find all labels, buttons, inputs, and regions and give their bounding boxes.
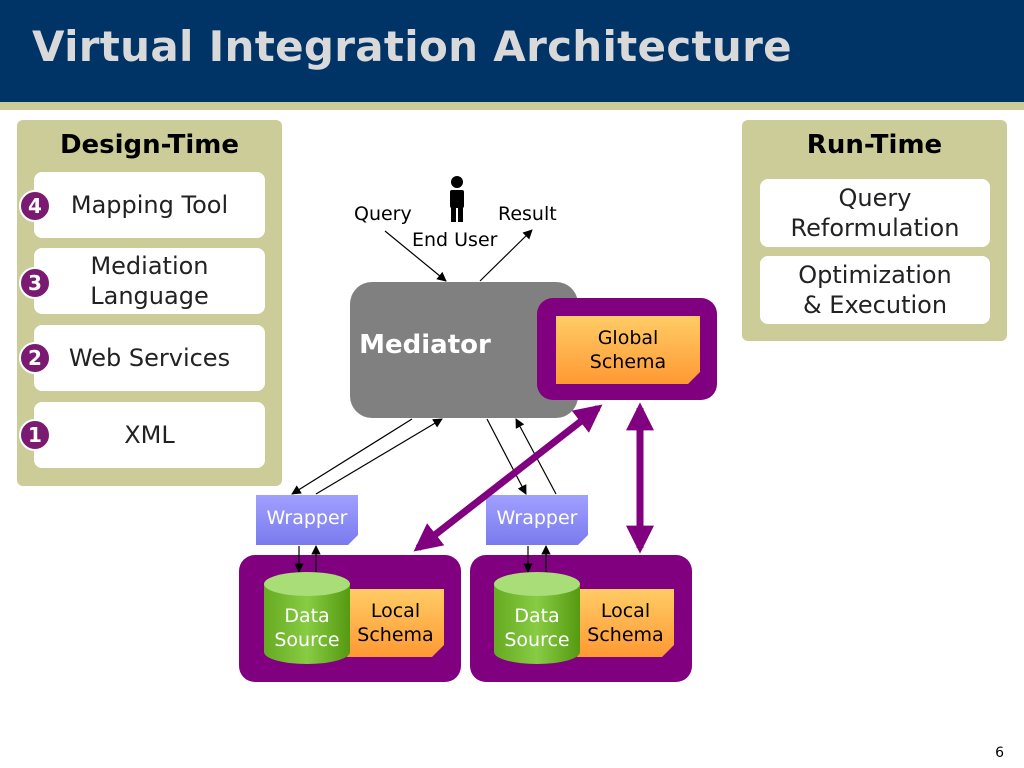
local-schema-label: Local Schema — [357, 600, 434, 646]
data-source-label-right: Data Source — [494, 604, 580, 652]
result-arrow — [479, 229, 533, 282]
runtime-label: Query Reformulation — [790, 184, 960, 242]
layer-label: XML — [124, 421, 175, 449]
layer-web-services: Web Services — [34, 325, 265, 391]
title-bar: Virtual Integration Architecture — [0, 0, 1024, 102]
local-schema-box-right: Local Schema — [577, 589, 674, 657]
title-stripe — [0, 102, 1024, 110]
run-time-panel: Run-Time Query Reformulation Optimizatio… — [742, 120, 1007, 341]
layer-xml: XML — [34, 402, 265, 468]
layer-mapping-tool: Mapping Tool — [34, 172, 265, 238]
runtime-query-reformulation: Query Reformulation — [760, 179, 990, 247]
layer-mediation-language: Mediation Language — [34, 248, 265, 314]
layer-label: Mapping Tool — [70, 191, 229, 219]
run-time-title: Run-Time — [806, 130, 943, 160]
local-schema-box-left: Local Schema — [347, 589, 444, 657]
data-source-text: Data Source — [504, 605, 570, 651]
page-number: 6 — [995, 745, 1004, 761]
query-label: Query — [354, 203, 412, 225]
layer-number-badge: 4 — [19, 190, 51, 222]
runtime-optimization-execution: Optimization & Execution — [760, 256, 990, 324]
data-source-label-left: Data Source — [264, 604, 350, 652]
layer-label: Mediation Language — [90, 252, 209, 310]
slide-title: Virtual Integration Architecture — [32, 22, 792, 71]
mediator-to-wrapper-left-arrow — [291, 418, 413, 495]
mediator-label: Mediator — [359, 330, 491, 360]
layer-number-badge: 3 — [19, 267, 51, 299]
layer-number-badge: 1 — [19, 419, 51, 451]
local-schema-label: Local Schema — [587, 600, 664, 646]
data-source-cylinder-right — [494, 572, 580, 664]
data-source-cylinder-left — [264, 572, 350, 664]
end-user-label: End User — [412, 229, 498, 251]
wrapper-left-to-mediator-arrow — [315, 418, 443, 495]
data-source-text: Data Source — [274, 605, 340, 651]
global-local-mapping-arrow-left — [413, 404, 603, 552]
result-label: Result — [498, 203, 557, 225]
runtime-label: Optimization & Execution — [798, 261, 952, 319]
end-user-person-icon — [450, 176, 464, 222]
design-time-panel: Design-Time Mapping Tool Mediation Langu… — [17, 120, 282, 486]
wrapper-box-left: Wrapper — [256, 495, 358, 545]
global-schema-box: Global Schema — [556, 316, 700, 384]
layer-number-badge: 2 — [19, 342, 51, 374]
layer-label: Web Services — [68, 344, 231, 372]
query-arrow — [384, 230, 447, 282]
design-time-title: Design-Time — [59, 130, 240, 160]
global-schema-label: Global Schema — [589, 327, 667, 373]
